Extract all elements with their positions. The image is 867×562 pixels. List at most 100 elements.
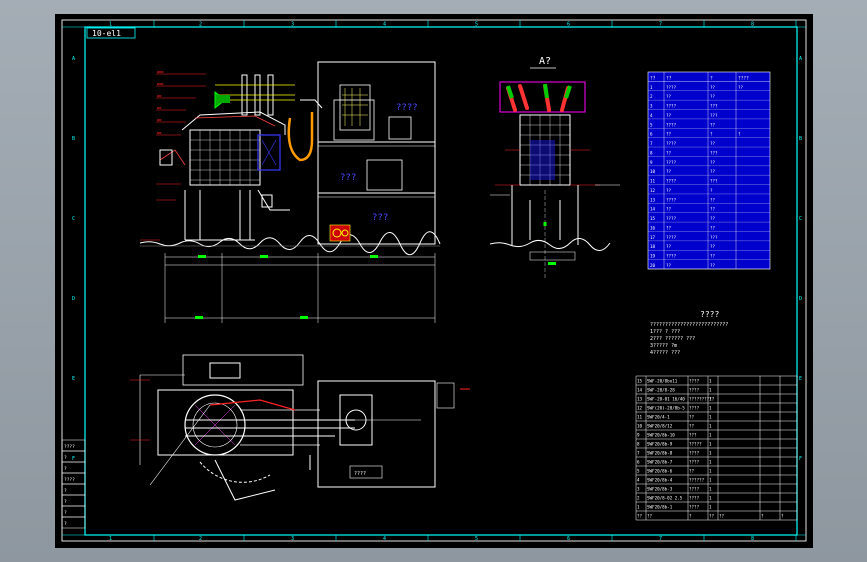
parts-list-cell: 1 [709,424,712,429]
top-table-cell: 17 [650,235,656,240]
parts-list-cell: 1 [709,433,712,438]
notes-line-0: ?????????????????????????? [650,322,728,328]
top-table-cell: ???? [666,104,677,109]
top-table-cell: ?? [666,188,672,193]
parts-list-cell: 8 [637,442,640,447]
top-table-cell: ?? [738,85,744,90]
frame-letter-left: B [72,136,75,142]
top-table-header-cell: ?? [666,75,672,81]
parts-list-cell: 7 [637,451,640,456]
plan-room-label: ???? [354,471,366,477]
parts-list-cell: 11 [637,415,643,420]
top-table-cell: ???? [666,141,677,146]
frame-number-bottom: 3 [291,536,294,542]
svg-text:▬▬: ▬▬ [157,106,162,110]
parts-list-cell: SWF-20-01 16/40 [647,397,685,402]
room-label-upper: ???? [396,103,418,113]
top-table-cell: ???? [666,235,677,240]
top-table-cell: ?? [710,254,716,259]
parts-list-cell: 1 [709,379,712,384]
frame-number-top: 5 [475,22,478,28]
front-elevation-view: ???? ??? ??? [139,61,441,323]
top-table-cell: 5 [650,122,653,127]
parts-list-cell: 14 [637,388,643,393]
frame-number-top: 4 [383,22,386,28]
parts-list-cell: 15 [637,379,643,384]
notes-title: ???? [700,310,719,319]
parts-list-cell: SWF20/4-1 [647,415,670,420]
top-table-cell: ???? [666,254,677,259]
parts-list-cell: 1 [709,496,712,501]
parts-list-cell: ?????????? [689,397,715,402]
parts-list-cell: 1 [709,451,712,456]
parts-list-cell: ???? [689,379,700,384]
top-table-header-cell: ? [710,75,713,81]
top-table-cell: ?? [710,197,716,202]
top-table-header-cell: ?? [650,75,656,81]
parts-list-cell: 1 [709,442,712,447]
top-table-cell: ??? [710,104,718,109]
frame-number-top: 6 [567,22,570,28]
top-table-cell: ???? [666,179,677,184]
top-table-cell: ?? [710,160,716,165]
parts-list-cell: SWF20/8b-1 [647,505,673,510]
top-table-cell: 12 [650,188,656,193]
parts-list-cell: 3 [637,487,640,492]
parts-list-cell: ????? [689,442,702,447]
frame-number-bottom: 7 [659,536,662,542]
frame-letter-left: A [72,56,75,62]
top-table-cell: ?? [666,225,672,230]
parts-list-footer-cell: ? [781,514,784,519]
frame-number-bottom: 6 [567,536,570,542]
top-table-cell: ?? [710,263,716,268]
top-table-cell: 6 [650,132,653,137]
top-table-cell: 4 [650,113,653,118]
arc-furnace-front [159,74,323,241]
top-table-cell: ?? [666,94,672,99]
frame-number-bottom: 1 [109,536,112,542]
top-table-cell: ?? [666,150,672,155]
top-table-cell: 18 [650,244,656,249]
parts-list-cell: SWF20/8b-9 [647,442,673,447]
parts-list-cell: 1 [709,406,712,411]
parts-list-cell: 9 [637,433,640,438]
parts-list-cell: 1 [709,505,712,510]
notes-line-4: 4????? ??? [650,350,680,356]
top-table-cell: 9 [650,160,653,165]
svg-text:▬▬: ▬▬ [157,94,162,98]
top-table-cell: 11 [650,179,656,184]
parts-list-cell: 5 [637,469,640,474]
notes-line-1: 1??? ? ??? [650,329,680,335]
parts-list-cell: SWF20/8-02 2.5 [647,496,683,501]
parts-list-cell: SWF20/8b-6 [647,469,673,474]
top-table-cell: ?? [710,169,716,174]
parts-list-cell: 12 [637,406,643,411]
top-table-cell: ??? [710,113,718,118]
tag-label: 10-el1 [92,29,121,38]
top-table-cell: ? [710,188,713,193]
left-revision-strip: ?????????????? [61,439,86,529]
plan-view: ???? [130,354,470,501]
top-table-cell: ???? [666,216,677,221]
parts-list-cell: 1 [709,388,712,393]
parts-list-cell: SWF-20/8-28 [647,388,675,393]
parts-list-cell: 1 [709,487,712,492]
top-table-cell: ?? [666,169,672,174]
parts-list-cell: ???? [689,496,700,501]
parts-list-cell: 1 [709,469,712,474]
parts-list-cell: SWF20/8b-10 [647,433,675,438]
parts-list-cell: SWF20/8b-7 [647,460,673,465]
top-table-cell: 14 [650,207,656,212]
top-table-cell: 2 [650,94,653,99]
top-table-cell: 7 [650,141,653,146]
frame-letter-right: B [799,136,802,142]
top-table-cell: 20 [650,263,656,268]
parts-list-cell: 6 [637,460,640,465]
parts-list-footer-cell: ? [761,514,764,519]
parts-list-cell: ???? [689,451,700,456]
parts-list-cell: ???? [689,388,700,393]
svg-text:▬▬▬: ▬▬▬ [157,70,164,74]
top-table-cell: ???? [666,85,677,90]
